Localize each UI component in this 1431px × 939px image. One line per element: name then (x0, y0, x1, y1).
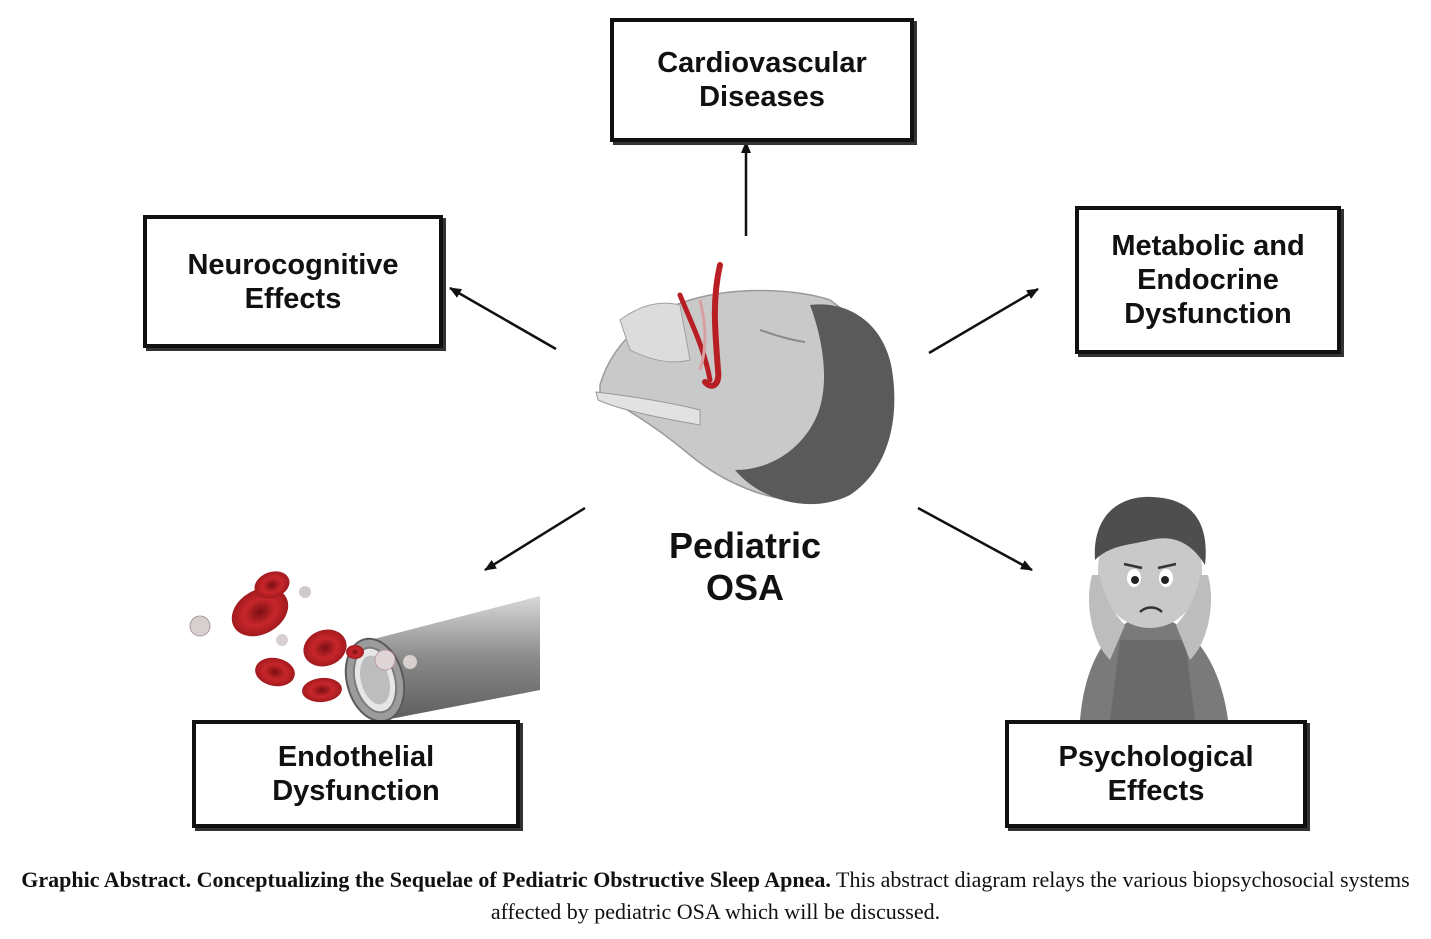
figure-caption: Graphic Abstract. Conceptualizing the Se… (0, 864, 1431, 928)
psychological-effects-box: Psychological Effects (1005, 720, 1307, 828)
metabolic-endocrine-dysfunction-box: Metabolic and Endocrine Dysfunction (1075, 206, 1341, 354)
center-label-line: OSA (705, 567, 784, 608)
pediatric-osa-label: Pediatric OSA (610, 525, 880, 609)
cardiovascular-diseases-box: Cardiovascular Diseases (610, 18, 914, 142)
box-label-line: Effects (244, 282, 342, 315)
box-label-line: Endocrine (1137, 264, 1279, 296)
box-label-line: Diseases (699, 81, 825, 113)
sleeping-child-head-illustration (595, 262, 895, 505)
box-label-line: Endothelial (277, 741, 435, 773)
box-label-line: Metabolic and (1111, 230, 1305, 262)
neurocognitive-effects-box: Neurocognitive Effects (143, 215, 443, 348)
sad-child-illustration (1080, 496, 1228, 720)
center-label-line: Pediatric (668, 525, 822, 566)
caption-text: This abstract diagram relays the various… (490, 867, 1410, 924)
arrow-to-psychological (917, 506, 1033, 572)
box-label-line: Effects (1107, 775, 1205, 807)
caption-title: Graphic Abstract. Conceptualizing the Se… (21, 867, 831, 892)
box-label-line: Dysfunction (1124, 298, 1292, 330)
box-label-line: Dysfunction (272, 775, 440, 807)
box-label-line: Psychological (1058, 741, 1254, 773)
box-label-line: Neurocognitive (187, 248, 399, 281)
endothelial-dysfunction-box: Endothelial Dysfunction (192, 720, 520, 828)
arrow-to-endothelial (484, 506, 586, 572)
arrow-to-neurocognitive (449, 286, 557, 351)
box-label-line: Cardiovascular (657, 47, 867, 79)
arrow-to-metabolic (928, 287, 1039, 355)
blood-vessel-illustration (189, 571, 540, 723)
